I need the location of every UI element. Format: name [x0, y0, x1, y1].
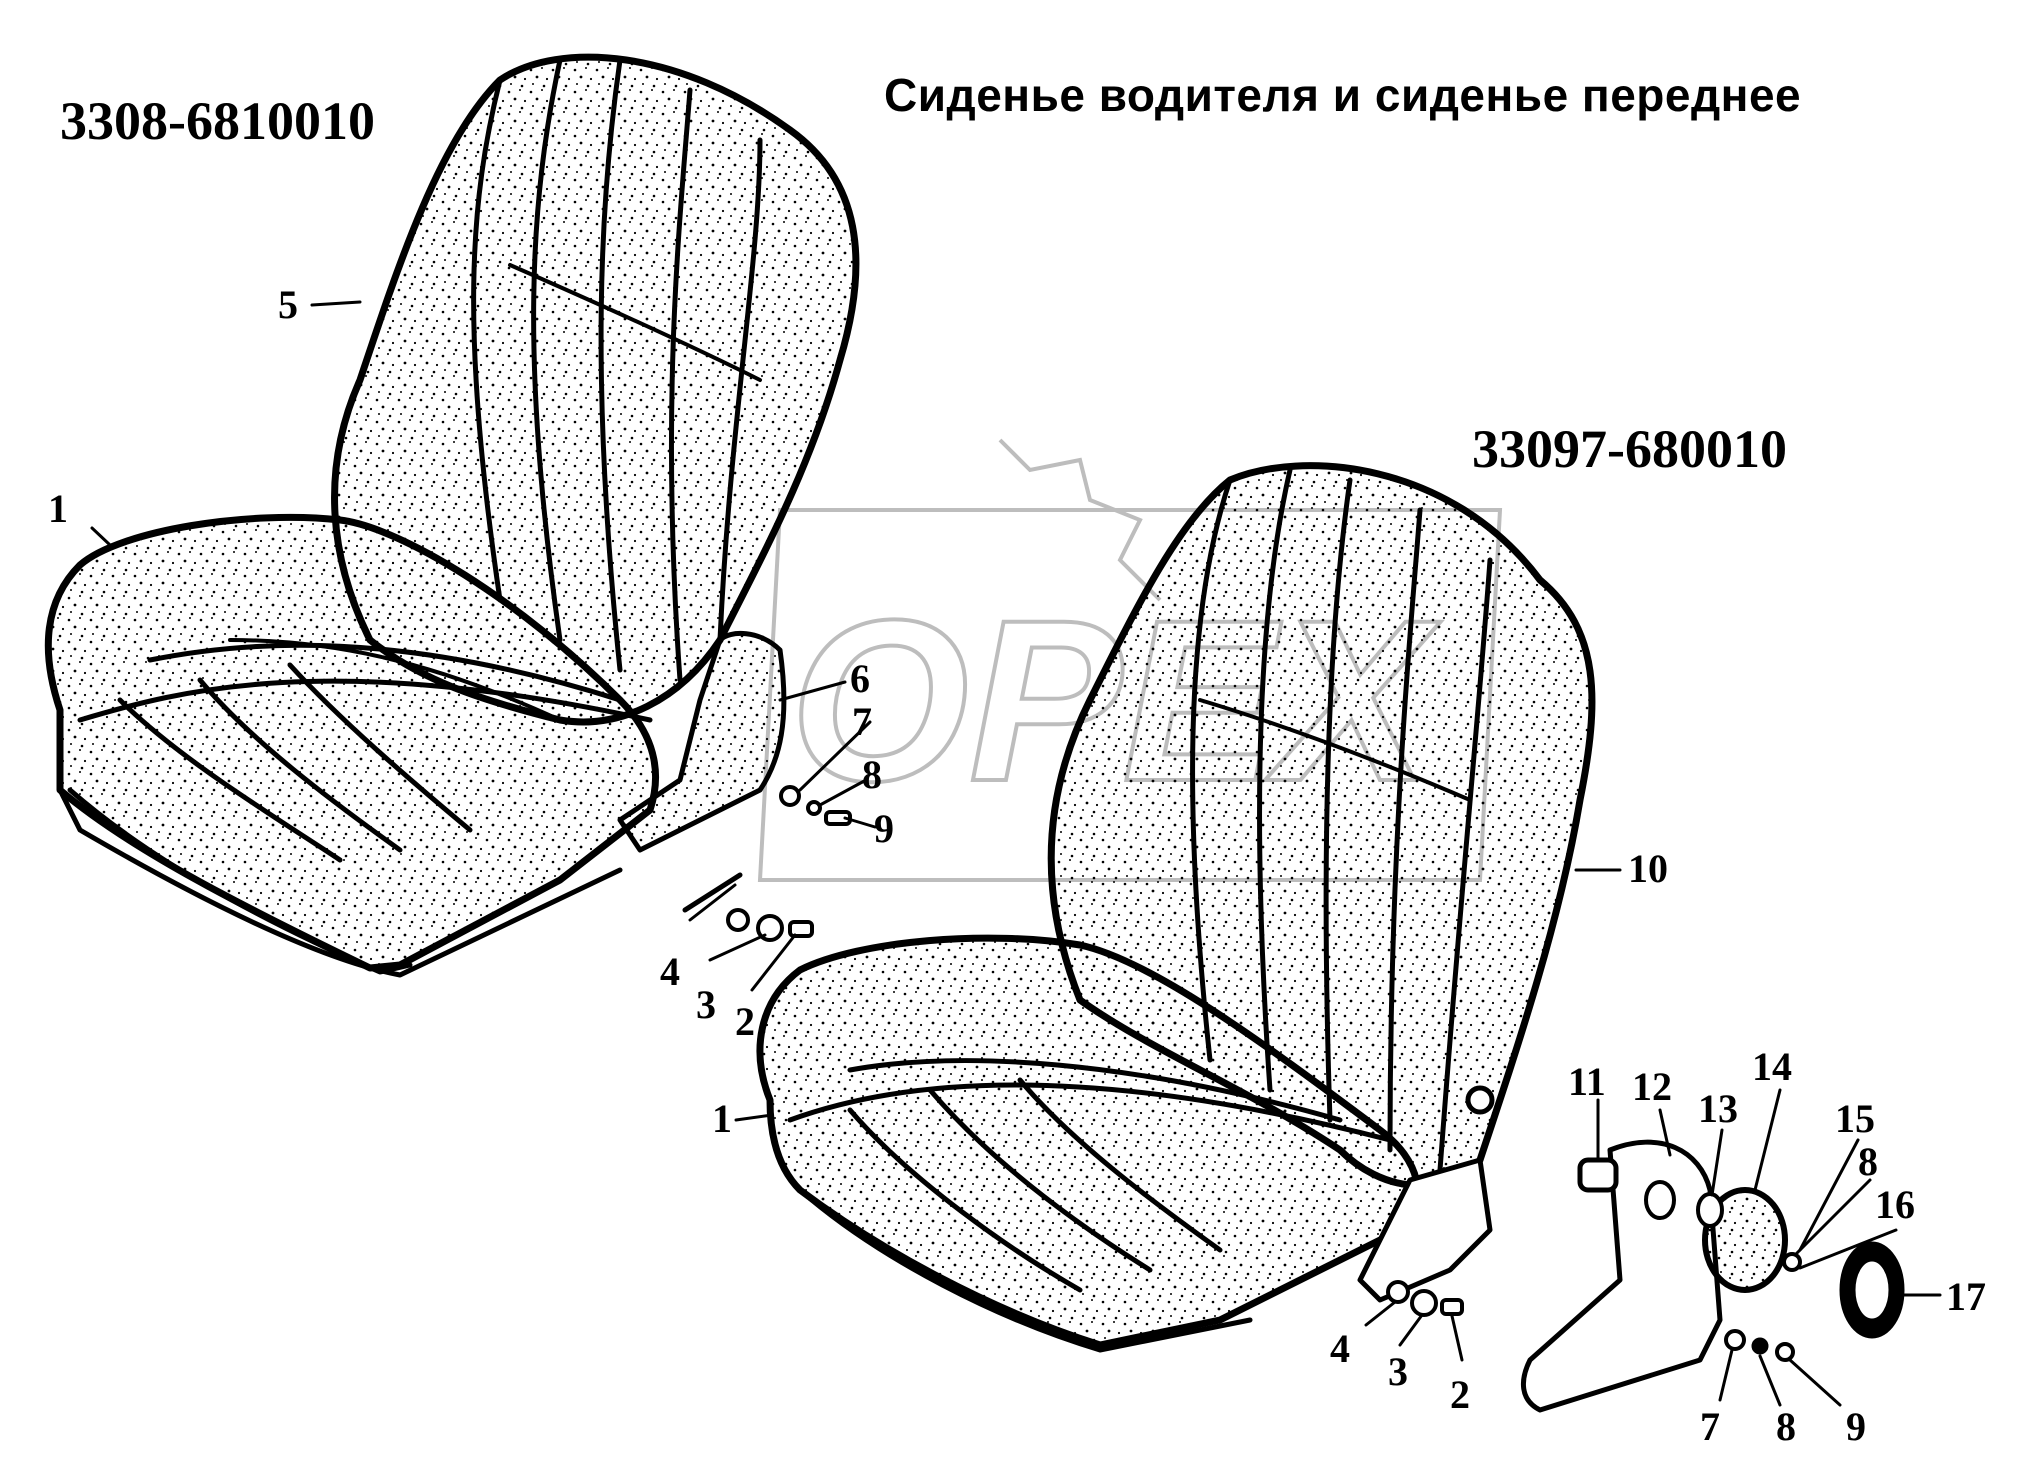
callout-b-11: 11: [1568, 1059, 1606, 1104]
callout-b-4: 4: [1330, 1326, 1350, 1371]
callout-a-9: 9: [874, 806, 894, 851]
washer-7: [779, 785, 801, 807]
mechanism-14: [1702, 1187, 1788, 1293]
front-seat: [734, 462, 1942, 1413]
driver-seat: [44, 53, 877, 992]
bolt-2b: [1440, 1298, 1464, 1316]
callout-b-9: 9: [1846, 1404, 1866, 1449]
callout-a-4: 4: [660, 949, 680, 994]
front-seat-callouts: 10 1 11 12 13 14 15 8 16 17 4 3 2 7 8 9: [712, 846, 1986, 1449]
bolt-2: [788, 920, 814, 938]
callout-b-1: 1: [712, 1096, 732, 1141]
callout-b-12: 12: [1632, 1064, 1672, 1109]
washer-4b: [1386, 1280, 1410, 1304]
washer-7b: [1724, 1329, 1746, 1351]
washer-3b: [1410, 1289, 1438, 1317]
callout-a-2: 2: [735, 999, 755, 1044]
front-seat-code: 33097-680010: [1472, 419, 1787, 479]
driver-seat-code: 3308-6810010: [60, 91, 375, 151]
callout-a-3: 3: [696, 982, 716, 1027]
nut-8: [806, 800, 822, 816]
callout-b-8-upper: 8: [1858, 1139, 1878, 1184]
callout-b-17: 17: [1946, 1274, 1986, 1319]
front-seat-backrest: [1047, 462, 1596, 1189]
driver-seat-callouts: 1 5 6 7 8 9 4 3 2: [48, 282, 894, 1044]
callout-b-10: 10: [1628, 846, 1668, 891]
callout-a-7: 7: [852, 699, 872, 744]
knob-11: [1577, 1157, 1619, 1193]
callout-b-7: 7: [1700, 1404, 1720, 1449]
callout-b-14: 14: [1752, 1044, 1792, 1089]
diagram-title: Сиденье водителя и сиденье переднее: [884, 69, 1802, 121]
callout-a-1: 1: [48, 486, 68, 531]
recliner-plate-12: [1520, 1139, 1723, 1413]
callout-a-6: 6: [850, 656, 870, 701]
callout-a-5: 5: [278, 282, 298, 327]
bolt-9b: [1775, 1342, 1795, 1362]
callout-b-2: 2: [1450, 1372, 1470, 1417]
callout-b-3: 3: [1388, 1349, 1408, 1394]
callout-a-8: 8: [862, 752, 882, 797]
front-seat-bracket: [1357, 1157, 1493, 1303]
washer-4: [726, 908, 750, 932]
callout-b-8: 8: [1776, 1404, 1796, 1449]
callout-b-15: 15: [1835, 1096, 1875, 1141]
nut-8c: [1782, 1252, 1802, 1272]
part-13: [1696, 1192, 1724, 1228]
callout-b-13: 13: [1698, 1086, 1738, 1131]
nut-8b: [1751, 1337, 1769, 1355]
callout-b-16: 16: [1875, 1182, 1915, 1227]
driver-seat-backrest: [331, 53, 860, 726]
